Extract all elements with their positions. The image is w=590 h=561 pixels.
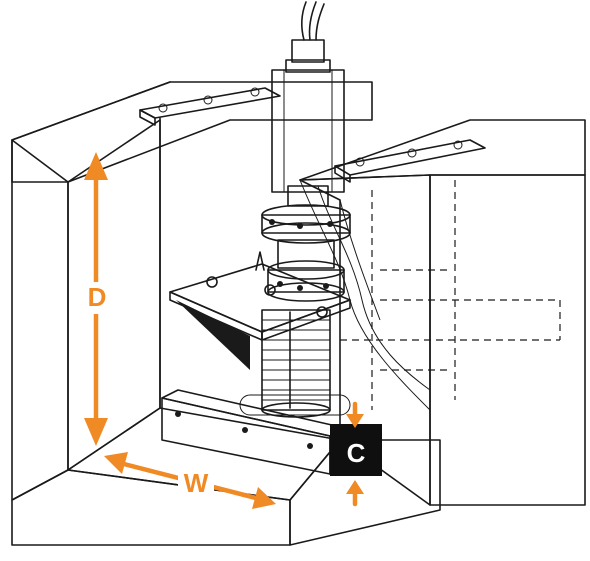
sensor-cable <box>301 1 325 41</box>
dimension-d-label: D <box>88 282 107 312</box>
sensor-flange-column <box>261 204 351 302</box>
hidden-outline <box>340 180 561 410</box>
electrode-stack <box>239 309 351 418</box>
right-mounting-bracket <box>334 139 486 183</box>
sensor-housing <box>271 39 345 207</box>
clearance-block <box>330 424 382 476</box>
base-sill <box>161 389 346 475</box>
left-mounting-bracket <box>139 87 281 409</box>
dimension-c-arrows <box>346 401 364 507</box>
dimension-w-arrow <box>104 452 276 509</box>
dimension-w-label: W <box>184 468 209 498</box>
left-concrete-wall <box>11 81 373 501</box>
dimension-c-label: C <box>347 438 366 468</box>
dimension-d-arrow <box>82 152 112 446</box>
